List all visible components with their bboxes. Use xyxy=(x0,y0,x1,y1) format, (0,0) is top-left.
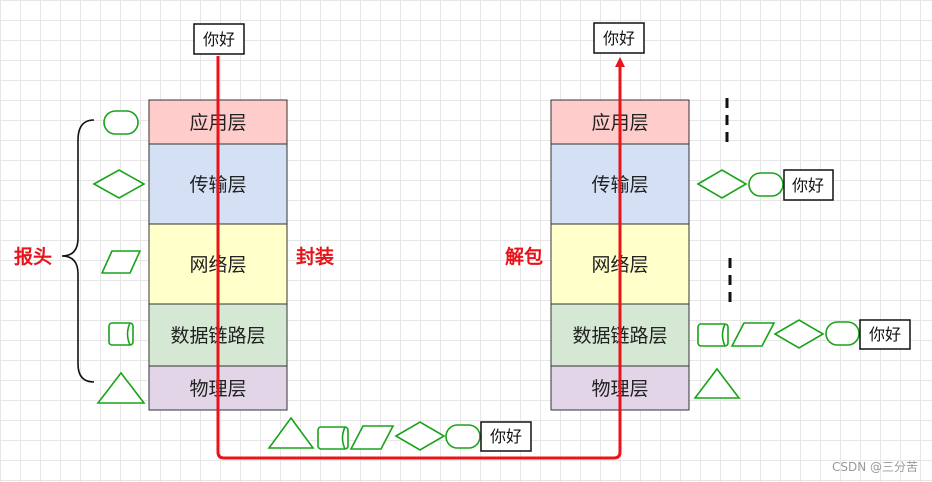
svg-text:你好: 你好 xyxy=(490,427,522,446)
rounded-rect-icon xyxy=(103,110,139,135)
diamond-icon xyxy=(773,319,825,349)
message-box-top-right: 你好 xyxy=(593,22,645,54)
decapsulate-label: 解包 xyxy=(505,245,543,268)
rounded-rect-icon xyxy=(748,172,784,197)
rounded-rect-icon xyxy=(445,424,481,449)
svg-text:你好: 你好 xyxy=(792,176,824,195)
cylinder-icon xyxy=(697,323,729,347)
cylinder-icon xyxy=(317,426,349,450)
left-header-shapes xyxy=(92,110,146,404)
parallelogram-icon xyxy=(349,425,395,450)
cylinder-icon xyxy=(108,322,134,346)
flow-arrow xyxy=(216,56,625,460)
bottom-frame: 你好 xyxy=(267,416,532,452)
triangle-icon xyxy=(267,416,315,449)
message-box-transport: 你好 xyxy=(783,169,834,201)
svg-text:你好: 你好 xyxy=(203,30,235,49)
message-box-top-left: 你好 xyxy=(193,23,245,55)
parallelogram-icon xyxy=(730,322,776,347)
message-box-datalink: 你好 xyxy=(859,319,911,350)
message-box-bottom: 你好 xyxy=(480,421,532,452)
encapsulate-label: 封装 xyxy=(296,245,334,268)
diamond-icon xyxy=(92,169,146,199)
diamond-icon xyxy=(696,169,748,199)
parallelogram-icon xyxy=(101,250,141,274)
datalink-frame: 你好 xyxy=(697,319,911,350)
rounded-rect-icon xyxy=(825,321,860,346)
triangle-icon xyxy=(693,367,741,399)
diamond-icon xyxy=(394,421,446,451)
header-brace xyxy=(61,119,95,383)
transport-frame: 你好 xyxy=(696,169,834,201)
triangle-icon xyxy=(96,371,146,404)
svg-text:你好: 你好 xyxy=(603,29,635,48)
watermark: CSDN @三分苦 xyxy=(832,460,918,474)
header-label: 报头 xyxy=(14,245,52,268)
svg-text:你好: 你好 xyxy=(869,325,901,344)
